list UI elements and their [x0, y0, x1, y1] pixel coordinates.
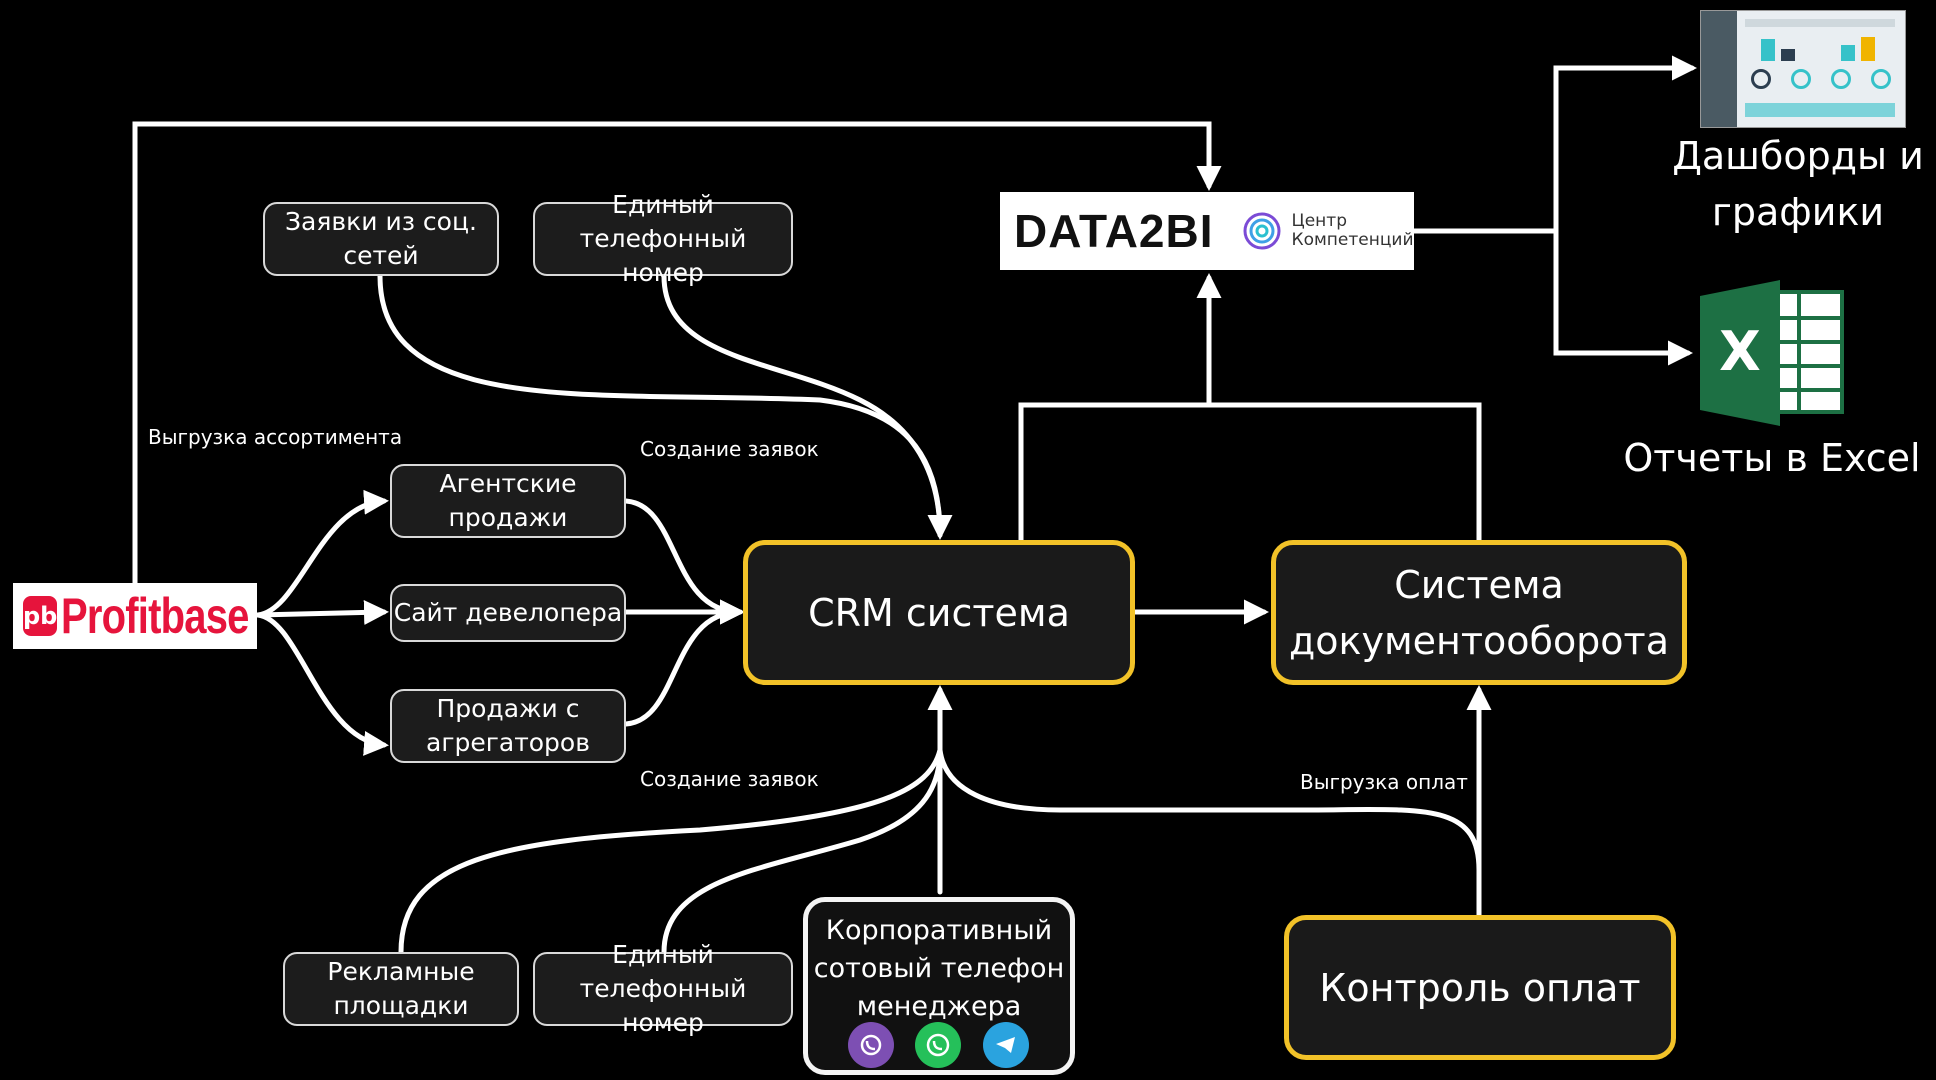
profitbase-logo: pb Profitbase: [13, 583, 257, 649]
arrow-ad-crm: [398, 747, 943, 955]
node-crm: CRM система: [743, 540, 1135, 685]
dashboard-thumbnail: [1700, 10, 1906, 128]
label-create-requests-top: Создание заявок: [640, 437, 819, 461]
node-docflow: Система документооборота: [1271, 540, 1687, 685]
arrow-dashboards: [1553, 55, 1697, 234]
node-payment-control: Контроль оплат: [1284, 915, 1676, 1060]
data2bi-subtitle: Центр Компетенций: [1291, 211, 1414, 250]
arrow-pb-agency: [255, 489, 389, 618]
node-agency-sales: Агентские продажи: [390, 464, 626, 538]
viber-icon: [848, 1022, 894, 1068]
profitbase-mark: pb: [23, 596, 58, 636]
profitbase-name: Profitbase: [61, 588, 249, 644]
excel-icon: X: [1700, 280, 1844, 426]
arrow-phone-bottom-crm: [661, 747, 943, 955]
label-payments-export: Выгрузка оплат: [1300, 770, 1468, 794]
data2bi-ring-icon: [1243, 212, 1281, 250]
arrow-aggregator-crm: [623, 599, 745, 727]
arrow-pb-aggregator: [255, 612, 389, 756]
node-phone-top: Единый телефонный номер: [533, 190, 793, 287]
arrow-excel: [1553, 228, 1693, 366]
label-assortment-export: Выгрузка ассортимента: [148, 425, 403, 449]
label-create-requests-bottom: Создание заявок: [640, 767, 819, 791]
arrow-phone-top-crm: [661, 273, 943, 538]
data2bi-logo: DATA2BI Центр Компетенций: [1000, 192, 1414, 270]
output-excel-reports: Отчеты в Excel: [1623, 436, 1921, 480]
output-dashboards: Дашборды и графики: [1672, 134, 1924, 234]
telegram-icon: [983, 1022, 1029, 1068]
node-phone-bottom: Единый телефонный номер: [533, 940, 793, 1037]
node-ad-platforms: Рекламные площадки: [283, 952, 519, 1026]
node-aggregator-sales: Продажи с агрегаторов: [390, 689, 626, 763]
node-social-requests: Заявки из соц. сетей: [263, 202, 499, 276]
arrow-payments-crm: [937, 747, 1482, 873]
arrow-assortment-export: [132, 121, 1222, 586]
data2bi-name: DATA2BI: [1014, 205, 1214, 257]
node-dev-site: Сайт девелопера: [390, 584, 626, 642]
arrow-crm-data2bi: [1018, 402, 1482, 543]
arrow-agency-crm: [623, 498, 745, 625]
excel-letter: X: [1719, 320, 1761, 383]
whatsapp-icon: [915, 1022, 961, 1068]
arrow-pb-site: [255, 599, 389, 625]
